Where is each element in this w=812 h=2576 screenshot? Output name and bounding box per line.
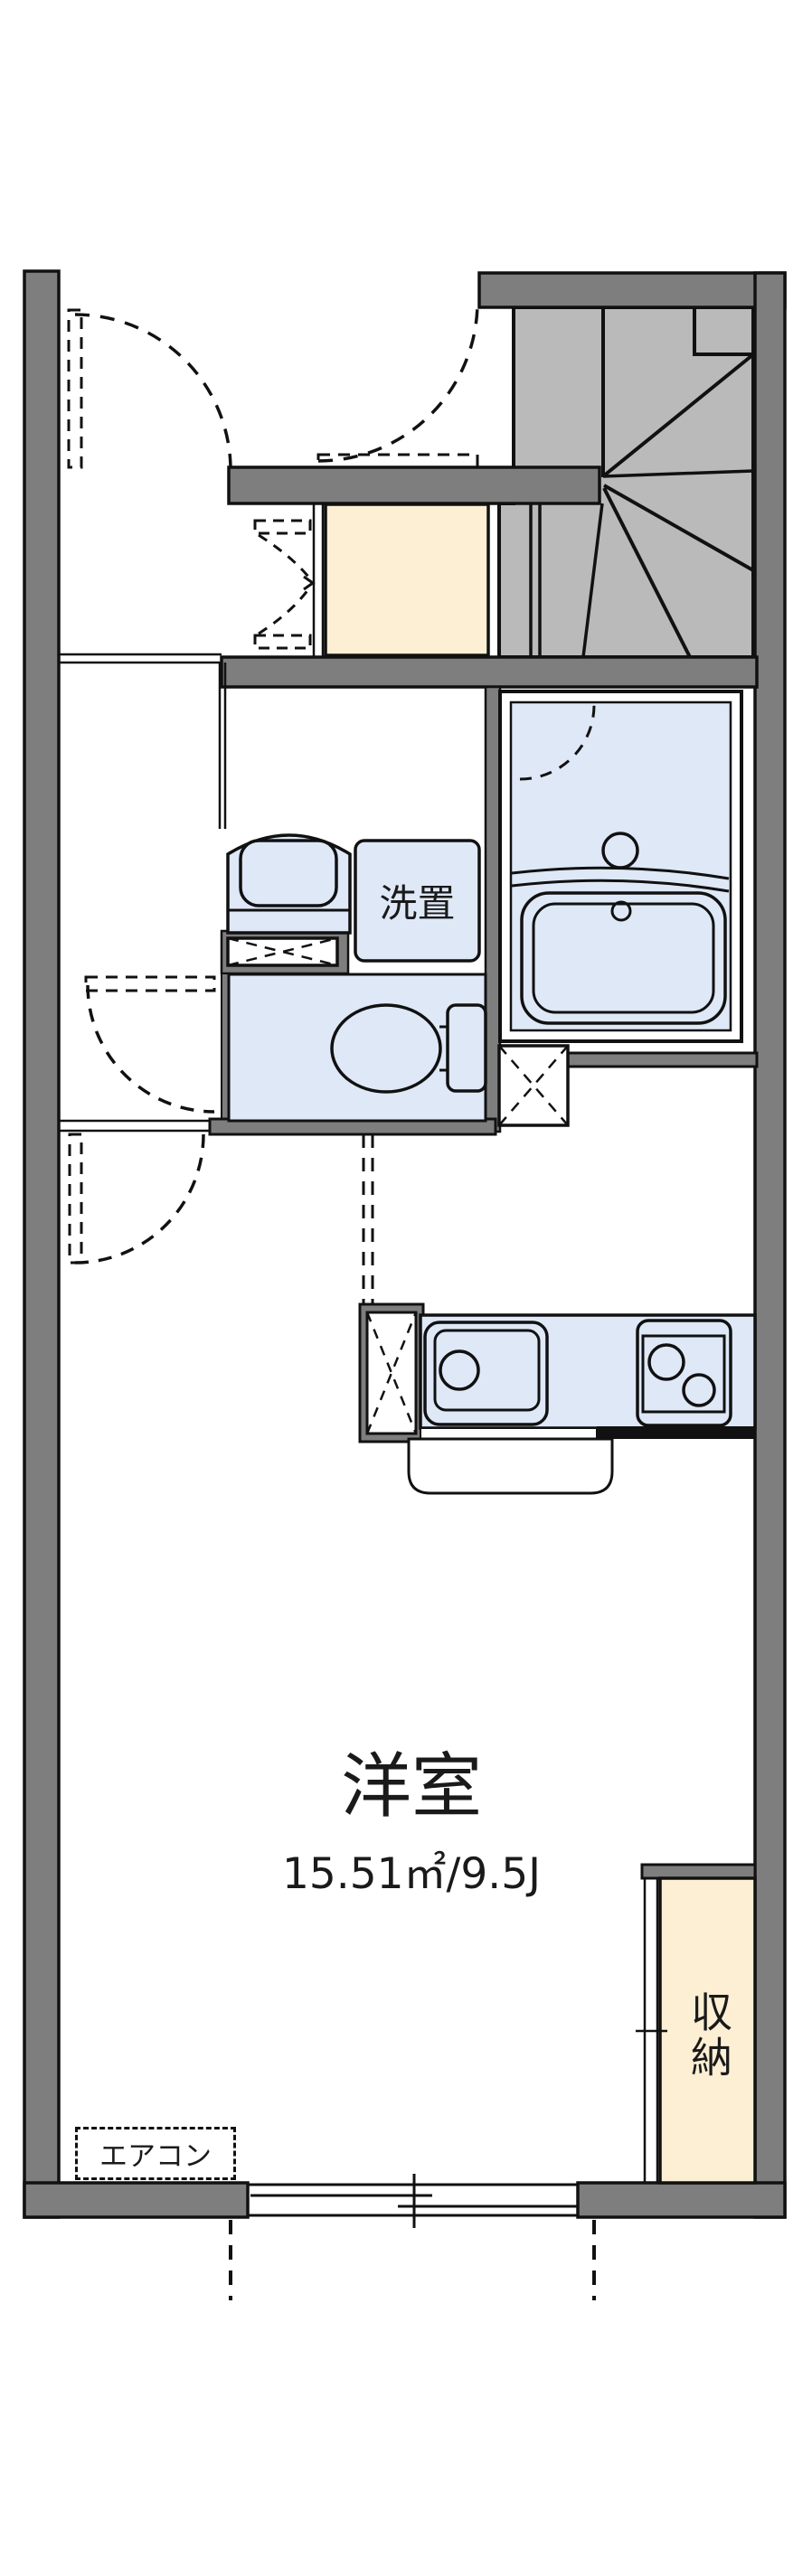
toilet-bowl	[330, 1003, 442, 1094]
bathtub-drain	[610, 900, 632, 922]
thin-partitions	[59, 653, 227, 1133]
toilet-tank	[446, 1003, 487, 1093]
door-swing	[86, 984, 215, 1114]
closet-label: 収納	[685, 1990, 733, 2081]
main-room-area: 15.51㎡/9.5J	[282, 1848, 541, 1899]
hatch-box	[226, 936, 339, 967]
entrance-genkan	[253, 503, 490, 657]
washing-machine-space	[354, 839, 481, 963]
closet	[636, 1876, 757, 2185]
bathroom	[497, 690, 743, 1127]
stove-burner	[647, 1343, 685, 1381]
door-leaf	[67, 308, 83, 469]
washing-machine-label: 洗置	[379, 881, 456, 926]
hatch-corner	[497, 1044, 570, 1127]
washroom	[226, 833, 487, 1123]
door-leaf	[84, 975, 216, 992]
bathtub	[520, 891, 727, 1025]
door-swing	[74, 1133, 205, 1264]
walls	[23, 269, 787, 2219]
air-conditioner-label: エアコン	[75, 2127, 236, 2180]
folding-door-leaf	[253, 519, 312, 535]
door-swing	[74, 313, 232, 471]
window-and-marks	[229, 2174, 596, 2300]
stove-burner	[682, 1373, 716, 1407]
sink-faucet	[439, 1349, 480, 1391]
kitchen	[358, 1134, 757, 1495]
doors	[67, 301, 479, 1264]
main-room-name: 洋室	[340, 1746, 482, 1828]
bath-faucet	[601, 832, 639, 870]
door-swing	[317, 301, 479, 463]
door-leaf	[68, 1133, 83, 1264]
folding-door-leaf	[253, 634, 312, 650]
counter-front	[407, 1437, 614, 1495]
door-leaf	[316, 453, 479, 469]
counter-end-wall	[597, 1426, 755, 1439]
